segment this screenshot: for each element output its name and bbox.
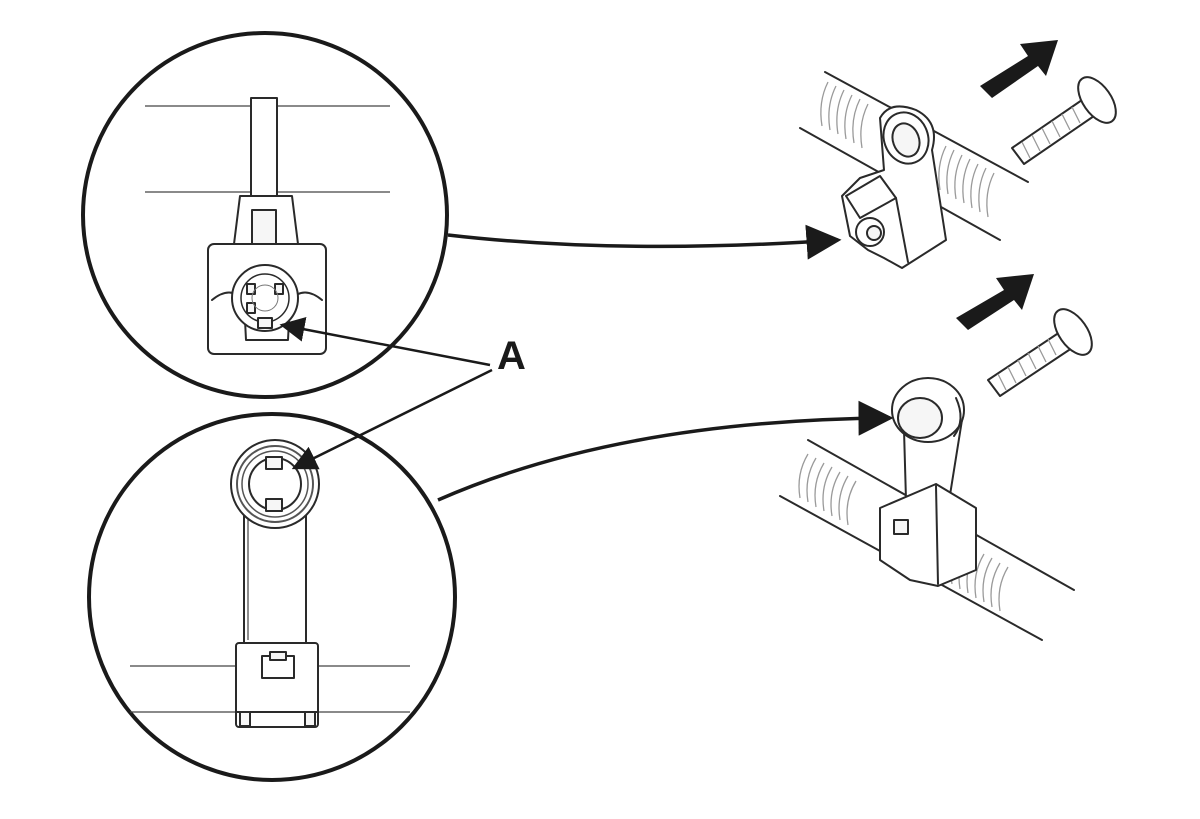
lower-hose-clip-assembly xyxy=(779,377,1075,641)
pointer-a-top xyxy=(279,316,491,367)
leader-top xyxy=(447,224,842,260)
removal-arrow-lower xyxy=(956,274,1034,330)
lower-bolt xyxy=(987,308,1093,397)
callout-label-a: A xyxy=(497,334,526,378)
leader-bottom xyxy=(437,400,894,502)
upper-hose-clip-assembly xyxy=(799,71,1029,269)
bottom-detail-view xyxy=(87,412,457,782)
pointer-a-bottom xyxy=(291,368,493,470)
upper-bolt xyxy=(1011,76,1117,165)
top-detail-view xyxy=(81,31,449,399)
removal-arrow-upper xyxy=(980,40,1058,98)
